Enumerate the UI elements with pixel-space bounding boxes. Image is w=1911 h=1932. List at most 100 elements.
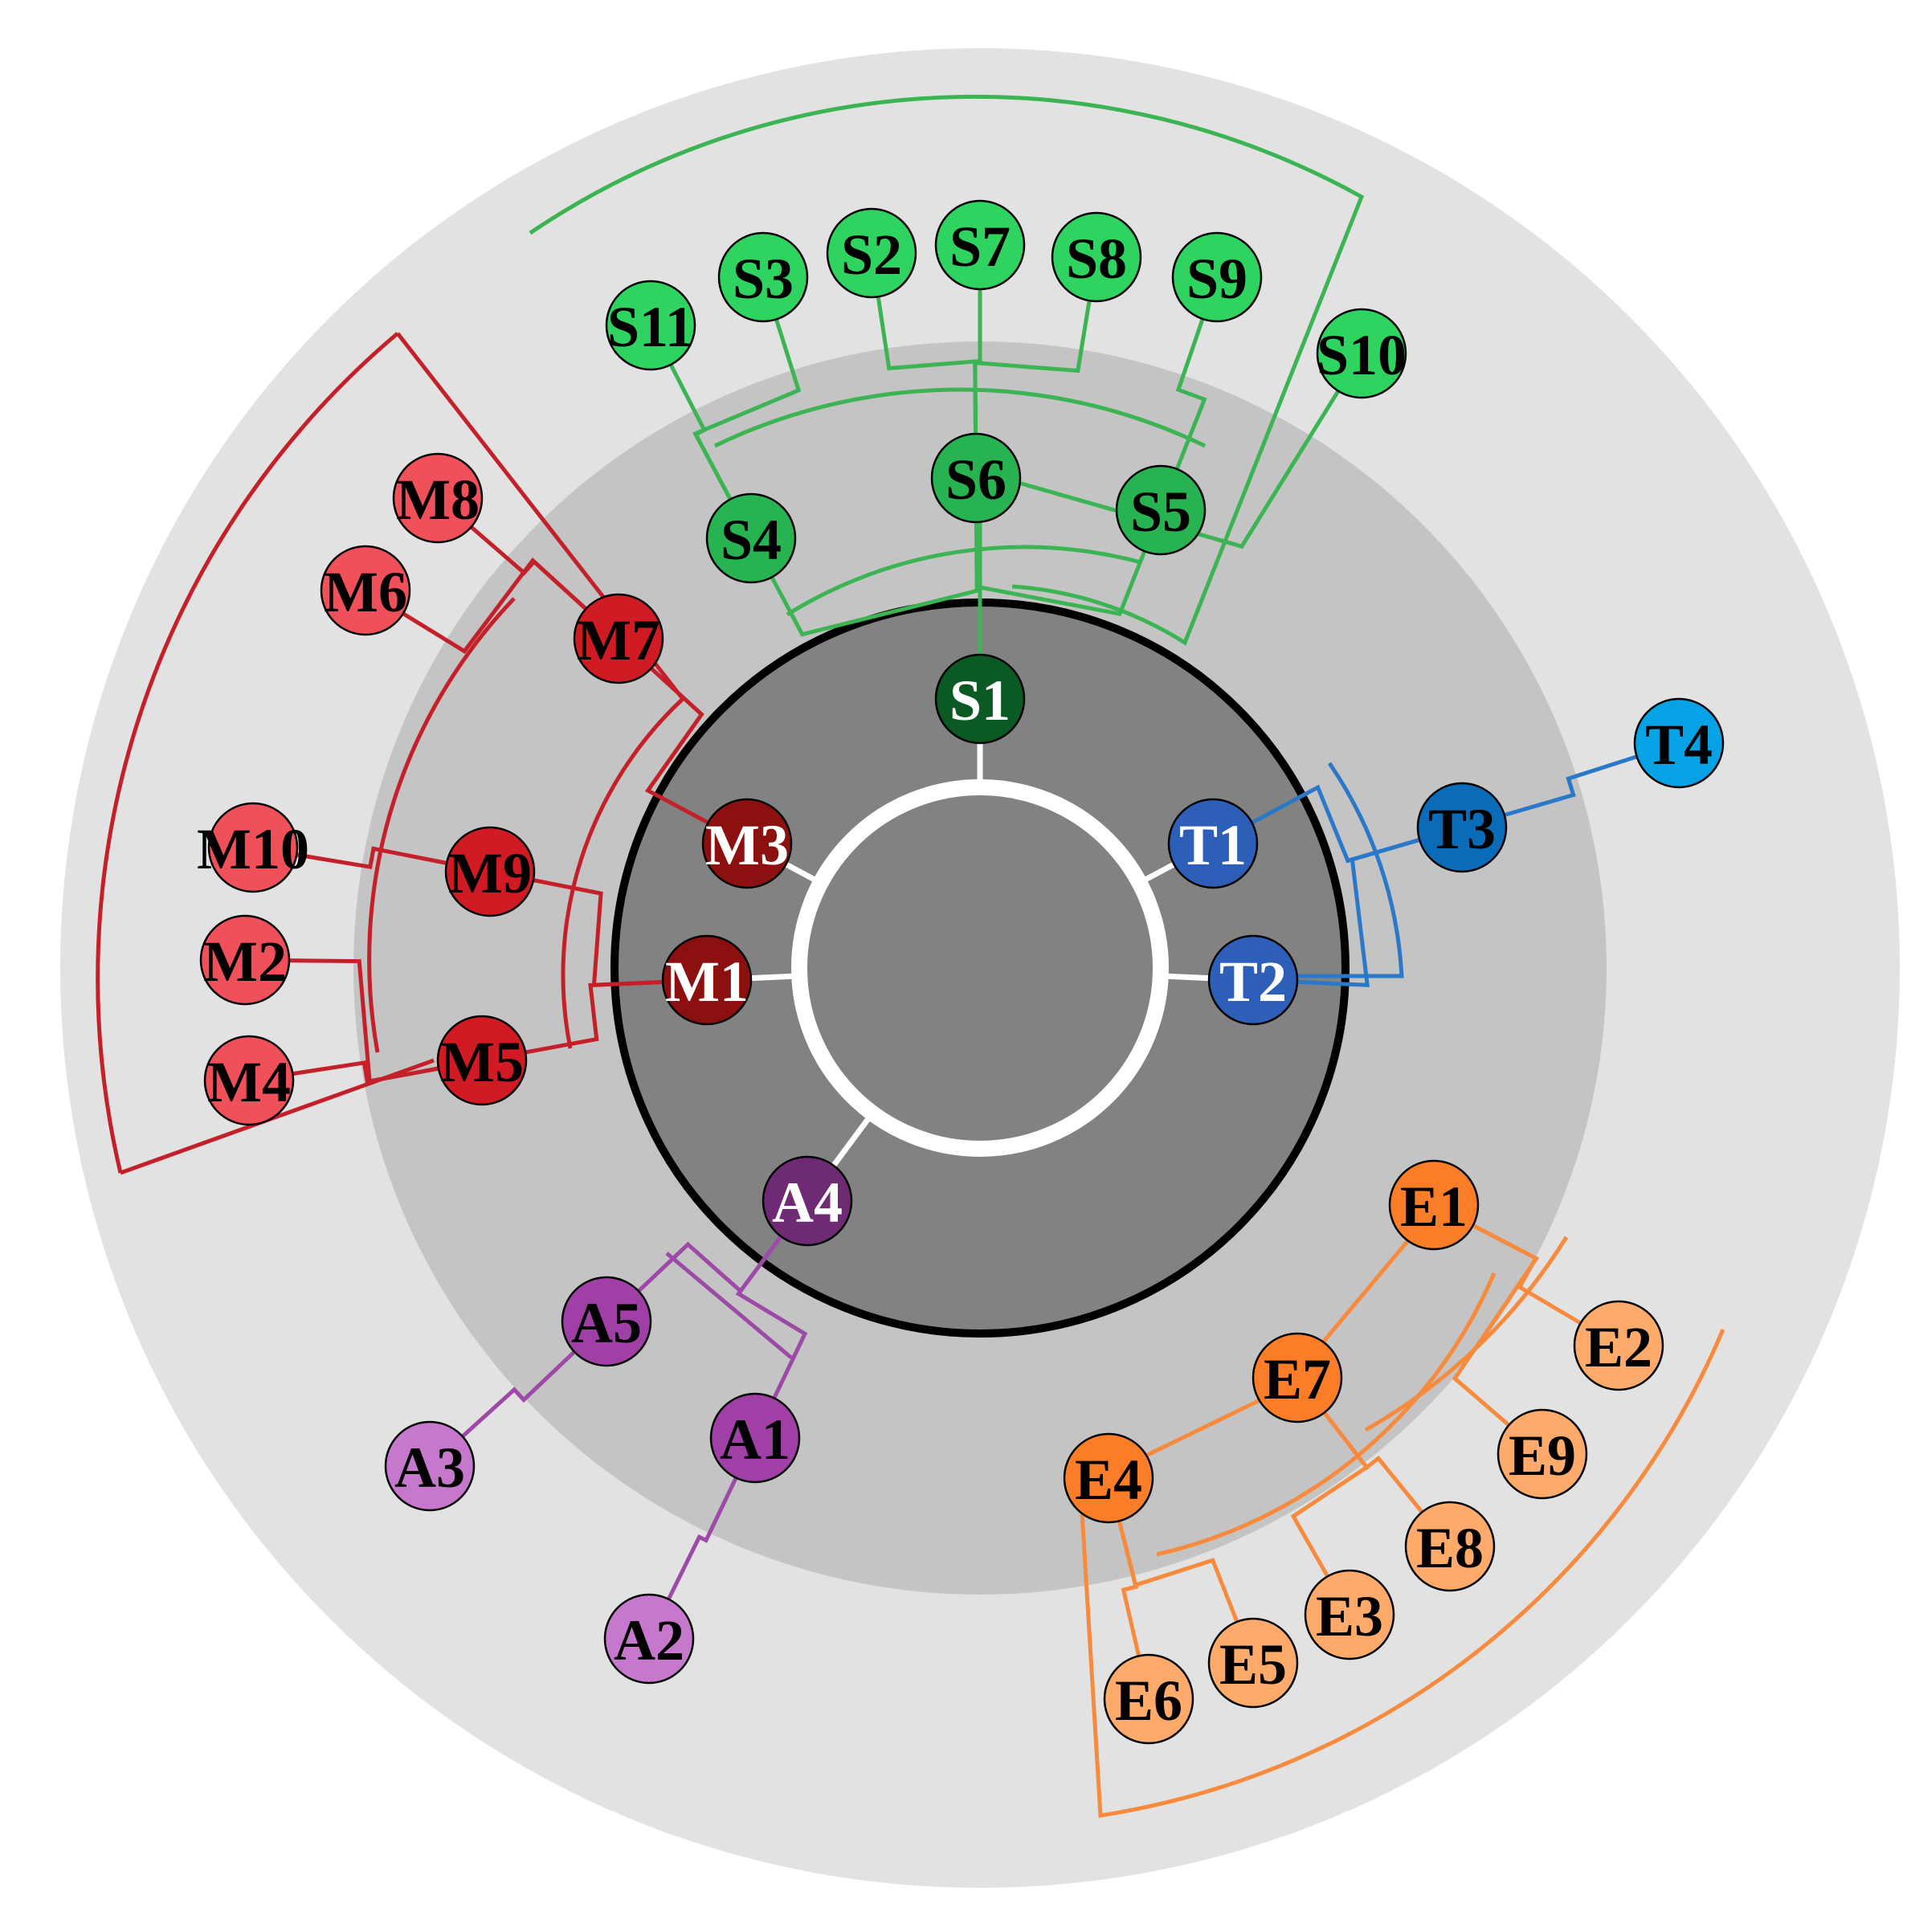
node-label-t4: T4 [1645,713,1713,777]
node-circle-s7 [934,199,1026,291]
node-circle-s6 [930,432,1022,524]
node-circle-m4 [203,1035,295,1126]
node-e6: E6 [1103,1653,1194,1745]
node-label-e1: E1 [1400,1174,1468,1239]
node-e2: E2 [1573,1300,1664,1391]
node-circle-e4 [1063,1432,1154,1524]
node-m10: M10 [197,802,309,893]
node-label-s7: S7 [949,214,1011,279]
node-label-e2: E2 [1585,1315,1652,1379]
node-label-s9: S9 [1186,247,1247,311]
node-circle-a2 [603,1593,695,1685]
node-m5: M5 [436,1015,528,1106]
node-label-e9: E9 [1509,1423,1576,1488]
edge-e7-e3 [1290,1376,1370,1616]
node-circle-m7 [573,593,664,684]
node-label-m6: M6 [324,560,407,624]
edge-m7-m6 [364,557,620,654]
node-circle-t1 [1167,798,1259,889]
node-label-m1: M1 [665,950,749,1014]
node-s9: S9 [1171,231,1263,323]
node-s6: S6 [930,432,1022,524]
hub-link-m1 [750,973,800,982]
hub-link-t2 [1160,973,1210,982]
node-circle-e9 [1497,1408,1588,1500]
node-label-m7: M7 [577,608,660,672]
edge-s4-s11 [648,324,753,540]
node-s10: S10 [1316,308,1407,399]
node-label-s8: S8 [1066,227,1127,291]
node-circle-e7 [1252,1332,1343,1423]
node-circle-m1 [661,934,753,1026]
node-circle-m6 [320,545,411,636]
edge-e4-e6 [1106,1477,1151,1700]
inner-background-disc [615,602,1345,1334]
node-label-m10: M10 [197,817,309,881]
node-circle-a4 [762,1155,853,1247]
orange-sector-outer-bracket [1078,1329,1725,1818]
node-e3: E3 [1304,1569,1395,1660]
node-circle-t3 [1416,782,1508,873]
edge-a5-a3 [428,1320,608,1468]
node-m6: M6 [320,545,411,636]
node-label-t3: T3 [1428,797,1496,861]
node-label-a1: A1 [720,1407,790,1472]
node-label-m5: M5 [440,1030,524,1094]
node-label-a4: A4 [772,1170,843,1235]
node-m7: M7 [573,593,664,684]
node-label-m4: M4 [207,1050,291,1114]
node-m3: M3 [701,798,793,889]
node-t3: T3 [1416,782,1508,873]
green-sector-outer-bracket [529,94,1365,646]
node-s7: S7 [934,199,1026,291]
node-s8: S8 [1051,211,1142,303]
node-a3: A3 [384,1420,476,1512]
node-label-a3: A3 [394,1436,465,1500]
node-m9: M9 [444,826,536,917]
node-label-a2: A2 [614,1608,684,1673]
node-e8: E8 [1404,1501,1496,1592]
node-label-e3: E3 [1316,1584,1383,1648]
node-circle-t4 [1633,697,1725,789]
node-circle-s5 [1115,464,1207,556]
node-e1: E1 [1388,1159,1480,1251]
node-circle-m2 [199,914,291,1006]
node-circle-s4 [705,492,797,584]
node-circle-m5 [436,1015,528,1106]
node-circle-e8 [1404,1501,1496,1592]
node-circle-e1 [1388,1159,1480,1251]
edge-m1-m5 [481,978,708,1063]
node-label-a5: A5 [571,1291,642,1355]
node-s4: S4 [705,492,797,584]
node-circle-m10 [207,802,299,893]
node-label-e8: E8 [1416,1516,1484,1580]
node-s1: S1 [934,653,1026,745]
purple-sector-bracket [665,1252,793,1359]
hub-link-a4 [831,1111,875,1167]
node-label-m2: M2 [203,929,287,994]
node-a2: A2 [603,1593,695,1685]
node-s11: S11 [605,280,696,371]
node-t2: T2 [1207,934,1299,1026]
node-s2: S2 [826,207,917,299]
node-circle-a5 [561,1276,652,1367]
node-e5: E5 [1207,1617,1299,1709]
node-circle-e5 [1207,1617,1299,1709]
node-t4: T4 [1633,697,1725,789]
node-m8: M8 [392,452,484,544]
node-circle-e3 [1304,1569,1395,1660]
green-sector-lower-bracket [786,545,1141,617]
node-circle-s9 [1171,231,1263,323]
node-e7: E7 [1252,1332,1343,1423]
node-label-m3: M3 [705,813,789,877]
node-label-s6: S6 [945,447,1007,512]
node-label-t2: T2 [1219,950,1287,1014]
node-label-t1: T1 [1179,813,1247,877]
node-a4: A4 [762,1155,853,1247]
node-circle-m9 [444,826,536,917]
node-circle-m3 [701,798,793,889]
node-circle-s11 [605,280,696,371]
edge-m5-m4 [248,1058,483,1084]
node-circle-s8 [1051,211,1142,303]
